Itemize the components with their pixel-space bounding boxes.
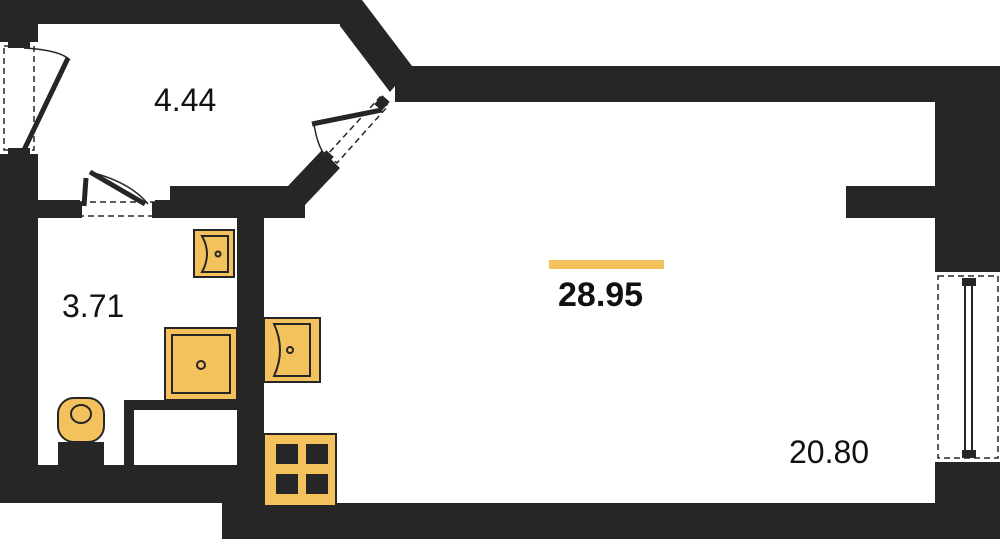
entrance-door bbox=[0, 42, 71, 154]
wall-top-left bbox=[0, 0, 362, 24]
wall-bath-living bbox=[237, 200, 264, 503]
room-area-bathroom: 3.71 bbox=[62, 288, 125, 324]
bathroom-sink bbox=[193, 229, 235, 278]
room-area-living-room: 20.80 bbox=[789, 434, 870, 470]
total-area: 28.95 bbox=[558, 276, 644, 314]
wall-toilet-partition-v bbox=[124, 400, 134, 465]
bathroom-door bbox=[74, 169, 160, 218]
wall-toilet-partition-h bbox=[124, 400, 237, 410]
room-area-hallway: 4.44 bbox=[154, 82, 217, 118]
kitchen-stove bbox=[263, 433, 337, 507]
wall-hall-bath-left bbox=[0, 200, 80, 218]
total-area-accent-bar bbox=[549, 260, 664, 269]
toilet bbox=[57, 397, 105, 465]
shower-tray bbox=[164, 327, 238, 401]
living-room-door bbox=[311, 88, 395, 168]
wall-interior-stub bbox=[846, 186, 946, 218]
kitchen-sink bbox=[263, 317, 321, 383]
wall-right-upper bbox=[935, 66, 1000, 272]
wall-top-right bbox=[395, 66, 1000, 102]
wall-bottom-left bbox=[0, 465, 262, 503]
window-right bbox=[935, 272, 1000, 462]
wall-bottom-main bbox=[222, 503, 1000, 539]
wall-diagonal-upper bbox=[338, 0, 412, 92]
